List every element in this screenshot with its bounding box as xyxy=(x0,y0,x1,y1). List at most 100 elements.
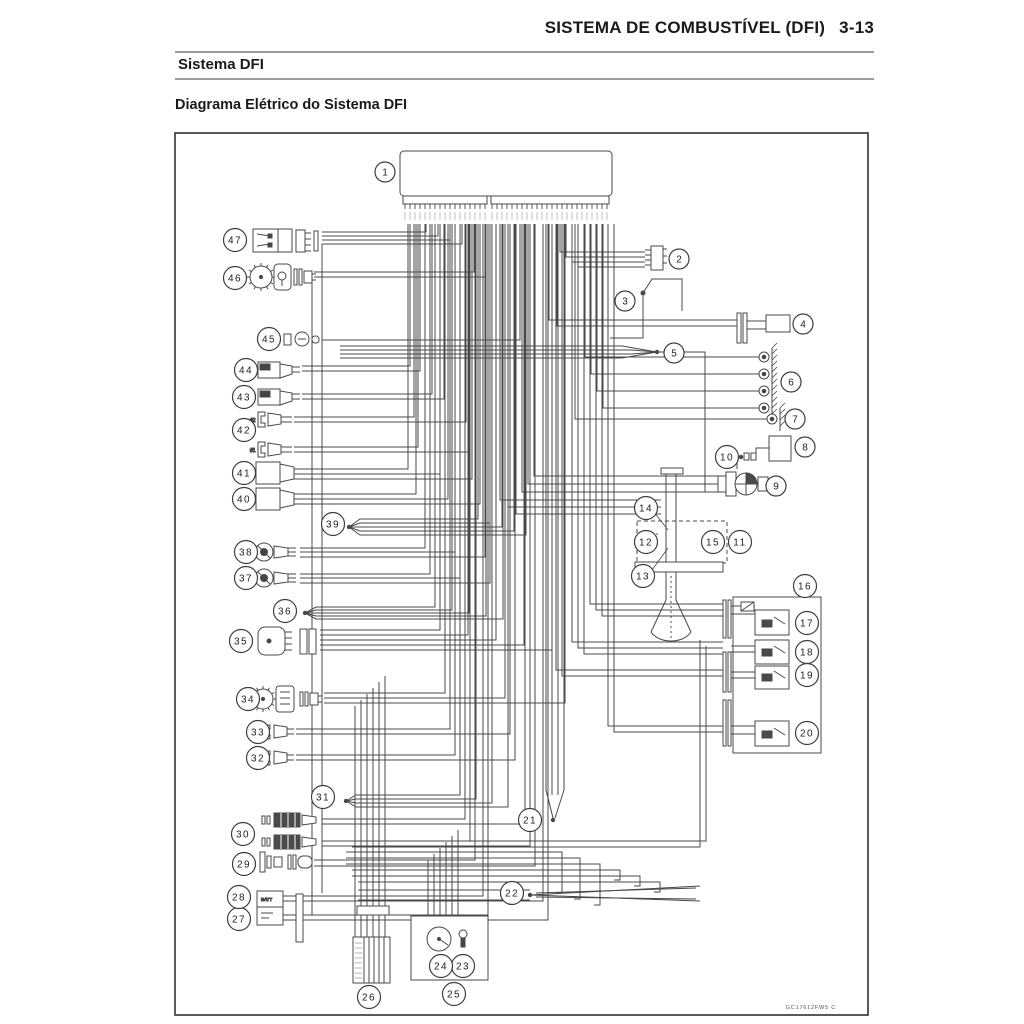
callout-17: 17 xyxy=(794,610,820,636)
svg-text:24: 24 xyxy=(434,962,448,973)
svg-text:32: 32 xyxy=(251,754,265,765)
switch-connector-icon xyxy=(252,228,319,253)
sensor-icon-37 xyxy=(254,568,296,588)
svg-text:21: 21 xyxy=(523,816,537,827)
ignition-coils-icon xyxy=(261,812,317,850)
svg-text:23: 23 xyxy=(456,962,470,973)
section-title: Sistema DFI xyxy=(178,56,264,73)
svg-text:1: 1 xyxy=(382,168,388,179)
svg-text:4: 4 xyxy=(800,320,806,331)
callout-40: 40 xyxy=(231,486,257,512)
callout-22: 22 xyxy=(499,880,525,906)
indicator-icon xyxy=(458,929,468,948)
callout-31: 31 xyxy=(310,784,336,810)
callout-24: 24 xyxy=(428,953,454,979)
callout-39: 39 xyxy=(320,511,346,537)
svg-text:41: 41 xyxy=(237,469,251,480)
spark-plug-connector-icon xyxy=(259,851,313,873)
svg-text:13: 13 xyxy=(636,572,650,583)
callout-12: 12 xyxy=(633,529,659,555)
callout-29: 29 xyxy=(231,851,257,877)
relay-junction-box-icon xyxy=(722,596,822,754)
svg-text:10: 10 xyxy=(720,453,734,464)
diagram-title: Diagrama Elétrico do Sistema DFI xyxy=(175,97,408,113)
callout-27: 27 xyxy=(226,906,252,932)
ecu-box-icon xyxy=(399,150,613,205)
relay-icon-18 xyxy=(754,639,790,665)
ecu-pin-labels xyxy=(404,204,608,220)
callout-11: 11 xyxy=(727,529,753,555)
svg-text:27: 27 xyxy=(232,915,246,926)
svg-text:11: 11 xyxy=(733,538,746,549)
svg-text:34: 34 xyxy=(241,695,255,706)
resistor-connector-icon xyxy=(736,312,791,344)
callout-16: 16 xyxy=(792,573,818,599)
callout-21: 21 xyxy=(517,807,543,833)
callout-44: 44 xyxy=(233,357,259,383)
callout-28: 28 xyxy=(226,884,252,910)
svg-text:44: 44 xyxy=(239,366,253,377)
figure-code: GC17612FW5 C xyxy=(786,1005,836,1011)
svg-text:35: 35 xyxy=(234,637,248,648)
throttle-body-assembly-icon xyxy=(634,467,728,642)
callout-14: 14 xyxy=(633,495,659,521)
callout-26: 26 xyxy=(356,984,382,1010)
pickup-sensor-icon xyxy=(247,263,316,291)
wire-funnel-icon xyxy=(545,789,565,819)
svg-text:9: 9 xyxy=(773,482,779,493)
callout-18: 18 xyxy=(794,639,820,665)
callout-8: 8 xyxy=(794,436,816,458)
svg-text:22: 22 xyxy=(505,889,519,900)
callout-10: 10 xyxy=(714,444,740,470)
svg-text:38: 38 xyxy=(239,548,253,559)
svg-text:2: 2 xyxy=(676,255,682,266)
relay-icon-17 xyxy=(754,609,790,636)
page-header: SISTEMA DE COMBUSTÍVEL (DFI) 3-13 xyxy=(175,18,874,38)
svg-text:43: 43 xyxy=(237,393,251,404)
svg-text:14: 14 xyxy=(639,504,653,515)
callout-36: 36 xyxy=(272,598,298,624)
svg-text:8: 8 xyxy=(802,443,808,454)
gear-position-sensor-icon xyxy=(250,685,322,713)
sensor-icon-38 xyxy=(254,542,296,562)
gauge-icon xyxy=(426,926,452,952)
junction-dots xyxy=(302,349,744,898)
valve-actuator-icon xyxy=(717,471,769,497)
callout-45: 45 xyxy=(256,326,282,352)
header-rule xyxy=(175,51,874,53)
connector-icon-10 xyxy=(743,452,757,461)
callout-25: 25 xyxy=(441,981,467,1007)
callout-7: 7 xyxy=(784,408,806,430)
callout-1: 1 xyxy=(374,161,396,183)
callout-32: 32 xyxy=(245,745,271,771)
connector-icon-40 xyxy=(255,487,300,511)
connector-pair-icon: #2 #1 xyxy=(250,411,292,458)
header-page-number: 3-13 xyxy=(839,18,874,37)
svg-text:46: 46 xyxy=(228,274,242,285)
svg-text:18: 18 xyxy=(800,648,814,659)
callout-47: 47 xyxy=(222,227,248,253)
callout-30: 30 xyxy=(230,821,256,847)
header-title: SISTEMA DE COMBUSTÍVEL (DFI) xyxy=(544,18,826,37)
leader-13 xyxy=(651,547,669,571)
svg-text:26: 26 xyxy=(362,993,376,1004)
svg-text:17: 17 xyxy=(800,619,814,630)
svg-text:39: 39 xyxy=(326,520,340,531)
svg-text:40: 40 xyxy=(237,495,251,506)
callout-4: 4 xyxy=(792,313,814,335)
callout-43: 43 xyxy=(231,384,257,410)
svg-text:31: 31 xyxy=(316,793,330,804)
svg-text:36: 36 xyxy=(278,607,292,618)
callout-37: 37 xyxy=(233,565,259,591)
svg-text:5: 5 xyxy=(671,349,677,360)
ground-bolt-icon xyxy=(766,402,786,431)
callout-46: 46 xyxy=(222,265,248,291)
frame-ground-lead-icon xyxy=(640,278,683,311)
callout-34: 34 xyxy=(235,686,261,712)
svg-text:3: 3 xyxy=(622,297,628,308)
battery-tag: BATT xyxy=(261,897,272,902)
connector-icon-2 xyxy=(645,245,667,271)
callout-23: 23 xyxy=(450,953,476,979)
